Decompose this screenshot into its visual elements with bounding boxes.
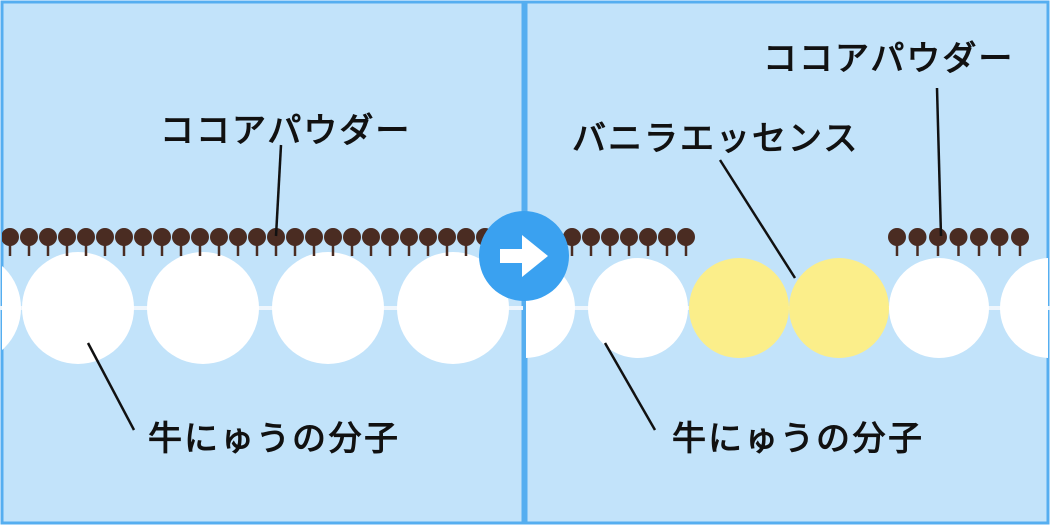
cocoa-particle <box>153 228 171 256</box>
arrow-shape <box>500 235 548 277</box>
right-panel-background <box>524 0 1050 525</box>
cocoa-particle <box>77 228 95 256</box>
cocoa-particle <box>658 228 676 256</box>
cocoa-particle <box>324 228 342 256</box>
milk-molecule <box>889 258 989 358</box>
cocoa-particle <box>191 228 209 256</box>
cocoa-particle <box>134 228 152 256</box>
cocoa-particle <box>970 228 988 256</box>
left-cocoa-label: ココアパウダー <box>160 111 412 151</box>
cocoa-particle <box>601 228 619 256</box>
cocoa-particle <box>888 228 906 256</box>
cocoa-particle <box>286 228 304 256</box>
milk-molecule <box>147 252 259 364</box>
right-milk-pointer <box>603 342 657 431</box>
left-cocoa-pointer <box>274 144 283 237</box>
vanilla-molecule <box>789 258 889 358</box>
cocoa-particle <box>949 228 968 256</box>
left-panel <box>0 0 525 525</box>
milk-molecule <box>397 252 509 364</box>
right-cocoa-label: ココアパウダー <box>763 39 1015 79</box>
cocoa-particle <box>58 228 76 256</box>
cocoa-particle <box>677 228 695 256</box>
right-cocoa-pointer <box>935 87 943 237</box>
right-milk-molecules <box>526 258 1048 358</box>
cocoa-particle <box>620 228 638 256</box>
vanilla-molecule <box>689 258 789 358</box>
left-cocoa-layer <box>2 228 494 256</box>
cocoa-particle <box>210 228 228 256</box>
cocoa-particle <box>115 228 133 256</box>
cocoa-particle <box>400 228 418 256</box>
milk-molecule <box>1000 258 1048 358</box>
cocoa-particle <box>1011 228 1029 256</box>
cocoa-particle <box>582 228 600 256</box>
cocoa-particle <box>343 228 361 256</box>
cocoa-particle <box>305 228 323 256</box>
left-milk-molecules <box>2 252 509 364</box>
milk-molecule <box>2 265 21 351</box>
cocoa-particle <box>639 228 657 256</box>
cocoa-particle <box>20 228 38 256</box>
cocoa-particle <box>248 228 266 256</box>
cocoa-particle <box>438 228 456 256</box>
right-vanilla-pointer <box>718 159 797 279</box>
left-milk-label: 牛にゅうの分子 <box>148 419 400 459</box>
right-panel <box>524 0 1050 525</box>
cocoa-particle <box>908 228 927 256</box>
cocoa-particle <box>563 228 581 256</box>
left-milk-pointer <box>86 342 136 431</box>
cocoa-particle <box>96 228 114 256</box>
milk-molecule <box>272 252 384 364</box>
right-vanilla-label: バニラエッセンス <box>572 119 860 159</box>
cocoa-particle <box>457 228 475 256</box>
cocoa-particle <box>267 228 285 256</box>
milk-molecule <box>588 258 688 358</box>
cocoa-particle <box>2 228 19 256</box>
right-arrow-icon <box>479 211 569 301</box>
right-cocoa-layer <box>563 228 1029 256</box>
cocoa-particle <box>229 228 247 256</box>
cocoa-particle <box>419 228 437 256</box>
cocoa-particle <box>929 228 947 256</box>
right-milk-label: 牛にゅうの分子 <box>672 419 924 459</box>
cocoa-particle <box>381 228 399 256</box>
milk-molecule <box>22 252 134 364</box>
cocoa-particle <box>172 228 190 256</box>
cocoa-particle <box>39 228 57 256</box>
cocoa-particle <box>362 228 380 256</box>
cocoa-particle <box>990 228 1009 256</box>
